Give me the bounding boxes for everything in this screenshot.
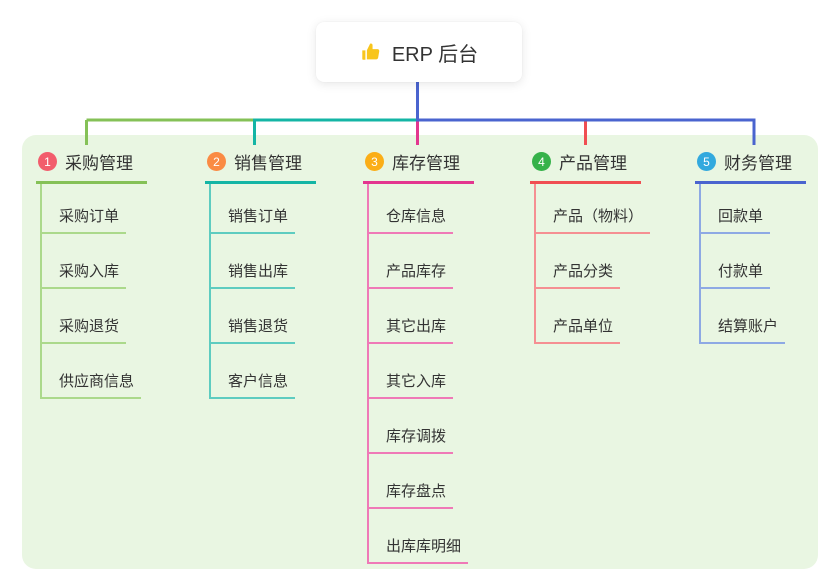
branch-inventory: 3 库存管理 仓库信息 产品库存 其它出库 其它入库 库存调拨 库存盘点 出库库… <box>363 147 474 564</box>
node-item[interactable]: 供应商信息 <box>42 344 142 399</box>
branch-label: 产品管理 <box>559 154 627 173</box>
node-item[interactable]: 仓库信息 <box>369 184 454 234</box>
node-item[interactable]: 产品（物料） <box>536 184 651 234</box>
node-item[interactable]: 库存盘点 <box>369 454 454 509</box>
node-item[interactable]: 客户信息 <box>211 344 296 399</box>
node-item[interactable]: 销售订单 <box>211 184 296 234</box>
node-item[interactable]: 出库库明细 <box>369 509 469 564</box>
branch-items: 回款单 付款单 结算账户 <box>699 184 806 344</box>
node-item[interactable]: 结算账户 <box>701 289 786 344</box>
node-item[interactable]: 采购退货 <box>42 289 127 344</box>
branch-items: 销售订单 销售出库 销售退货 客户信息 <box>209 184 316 399</box>
branch-header-finance[interactable]: 5 财务管理 <box>695 147 806 184</box>
branch-items: 采购订单 采购入库 采购退货 供应商信息 <box>40 184 147 399</box>
branch-header-sales[interactable]: 2 销售管理 <box>205 147 316 184</box>
node-item[interactable]: 产品库存 <box>369 234 454 289</box>
mindmap-background-panel <box>22 135 818 569</box>
branch-label: 采购管理 <box>65 154 133 173</box>
branch-header-inventory[interactable]: 3 库存管理 <box>363 147 474 184</box>
node-item[interactable]: 付款单 <box>701 234 771 289</box>
thumbs-up-icon <box>360 41 382 63</box>
branch-number-badge: 4 <box>532 152 551 171</box>
branch-number-badge: 5 <box>697 152 716 171</box>
branch-purchase: 1 采购管理 采购订单 采购入库 采购退货 供应商信息 <box>36 147 147 399</box>
branch-number-badge: 3 <box>365 152 384 171</box>
branch-number-badge: 1 <box>38 152 57 171</box>
branch-header-purchase[interactable]: 1 采购管理 <box>36 147 147 184</box>
branch-items: 产品（物料） 产品分类 产品单位 <box>534 184 651 344</box>
node-item[interactable]: 销售出库 <box>211 234 296 289</box>
node-item[interactable]: 产品分类 <box>536 234 621 289</box>
branch-sales: 2 销售管理 销售订单 销售出库 销售退货 客户信息 <box>205 147 316 399</box>
node-item[interactable]: 回款单 <box>701 184 771 234</box>
branch-label: 库存管理 <box>392 154 460 173</box>
root-node-label: ERP 后台 <box>391 43 479 66</box>
branch-finance: 5 财务管理 回款单 付款单 结算账户 <box>695 147 806 344</box>
node-item[interactable]: 其它出库 <box>369 289 454 344</box>
branch-label: 财务管理 <box>724 154 792 173</box>
node-item[interactable]: 产品单位 <box>536 289 621 344</box>
node-item[interactable]: 销售退货 <box>211 289 296 344</box>
branch-label: 销售管理 <box>234 154 302 173</box>
branch-number-badge: 2 <box>207 152 226 171</box>
branch-product: 4 产品管理 产品（物料） 产品分类 产品单位 <box>530 147 651 344</box>
node-item[interactable]: 库存调拨 <box>369 399 454 454</box>
node-item[interactable]: 其它入库 <box>369 344 454 399</box>
branch-items: 仓库信息 产品库存 其它出库 其它入库 库存调拨 库存盘点 出库库明细 <box>367 184 474 564</box>
node-item[interactable]: 采购入库 <box>42 234 127 289</box>
branch-header-product[interactable]: 4 产品管理 <box>530 147 641 184</box>
root-node-erp[interactable]: ERP 后台 <box>316 22 522 82</box>
node-item[interactable]: 采购订单 <box>42 184 127 234</box>
